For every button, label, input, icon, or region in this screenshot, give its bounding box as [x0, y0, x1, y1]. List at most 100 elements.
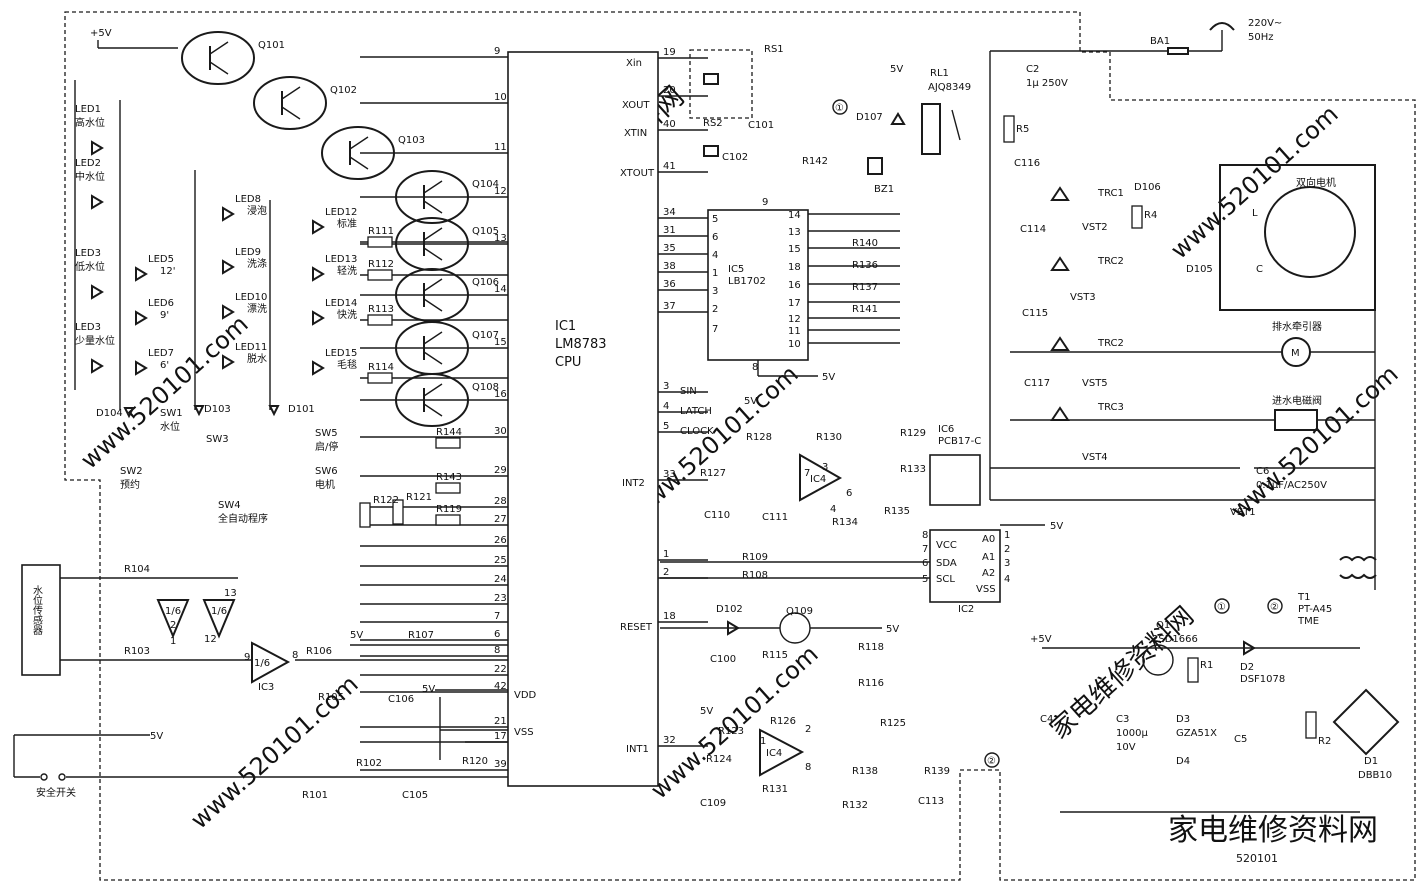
transistor-label: Q104 [472, 179, 499, 190]
cpu-pin-number: 21 [494, 716, 507, 727]
ic5-pin-number: 14 [788, 210, 801, 221]
cpu-pin-number: 7 [494, 611, 500, 622]
cpu-pin-number: 31 [663, 225, 676, 236]
resistor-symbol [359, 502, 371, 528]
motor-l-label: L [1252, 208, 1258, 219]
resistor-label: R107 [408, 630, 434, 641]
led-label: 高水位 [75, 116, 105, 129]
r4-label: R4 [1144, 210, 1157, 221]
led-ref: LED3 [75, 322, 101, 333]
fuse-label: BA1 [1150, 36, 1170, 47]
triac-symbol [1050, 406, 1070, 421]
led-ref: LED12 [325, 207, 357, 218]
node-1-psu: ① [1214, 598, 1230, 614]
resistor-symbol [435, 514, 461, 526]
ic2-pin: 7 [922, 544, 928, 555]
sensor-label: 水位传感器 [31, 585, 43, 636]
switch-label: 启/停 [315, 440, 338, 453]
q1-label: Q1 [1156, 620, 1170, 631]
relay-5v-label: 5V [890, 64, 903, 75]
transistor-body [395, 373, 469, 427]
diode-d101: D101 [288, 404, 315, 415]
resistor-label: R131 [762, 784, 788, 795]
switch-ref: SW1 [160, 408, 183, 419]
switch-ref: SW3 [206, 434, 229, 445]
transistor-emitter [423, 298, 443, 312]
diode-d106: D106 [1134, 182, 1161, 193]
rs1-label: RS1 [764, 44, 784, 55]
node-label: ② [987, 756, 996, 767]
cpu-left-pins: 9101112131415163029282726252423768224221… [360, 46, 508, 771]
resistor-label: R128 [746, 432, 772, 443]
led-ref: LED9 [235, 247, 261, 258]
ic5-pin-number: 2 [712, 304, 718, 315]
q109-label: Q109 [786, 606, 813, 617]
bridge-rectifier [1332, 688, 1400, 756]
led-symbol [91, 284, 104, 300]
led-label: 中水位 [75, 170, 105, 183]
cpu-pin-number: 18 [663, 611, 676, 622]
node-2-psu: ② [1267, 598, 1283, 614]
mains-input: 220V~ 50Hz BA1 [989, 18, 1375, 501]
led-symbol [91, 194, 104, 210]
cpu-signal-reset: RESET [620, 622, 653, 633]
resistor-label: R103 [124, 646, 150, 657]
relay-part: AJQ8349 [928, 82, 971, 93]
cpu-pin-number: 24 [494, 574, 507, 585]
led-ref: LED14 [325, 298, 357, 309]
motor-circle [1264, 186, 1356, 278]
reset-5v-label: 5V [886, 624, 899, 635]
c1-value: 0.1μF/AC250V [1256, 480, 1327, 491]
led-ref: LED8 [235, 194, 261, 205]
ic4-pin: 1 [760, 736, 766, 747]
cpu-pin-number: 8 [494, 645, 500, 656]
resistor-symbol [392, 499, 404, 525]
cpu-ref: IC1 [555, 319, 576, 334]
cpu-signal-latch: LATCH [680, 406, 712, 417]
r1-symbol [1187, 657, 1199, 683]
ic5-pin-top: 9 [762, 197, 768, 208]
resistor-label: R116 [858, 678, 884, 689]
ic4-pin: 8 [805, 762, 811, 773]
cpu-pin-number: 10 [494, 92, 507, 103]
ic4-pin: 6 [846, 488, 852, 499]
ic5-pin-number: 3 [712, 286, 718, 297]
capacitor-label: C113 [918, 796, 944, 807]
ic6-ref: IC6 [938, 424, 954, 435]
relay-ref: RL1 [930, 68, 949, 79]
c2-label: C2 [1026, 64, 1039, 75]
rs2-label: RS2 [703, 118, 723, 129]
resistor-label: R118 [858, 642, 884, 653]
ic2-body [929, 529, 1001, 603]
transistor-collector [423, 383, 443, 397]
led-symbol [222, 354, 235, 370]
ic2-scl: SCL [936, 574, 955, 585]
resistor-label: R121 [406, 492, 432, 503]
inverter-gate [251, 641, 291, 684]
safety-contact-b [58, 773, 66, 781]
cpu-signal-xtout: XTOUT [620, 168, 655, 179]
capacitor-label: C100 [710, 654, 736, 665]
node-label: ① [835, 103, 844, 114]
cpu-pin-number: 19 [663, 47, 676, 58]
led-symbol [91, 140, 104, 156]
resistor-label: R115 [762, 650, 788, 661]
transistor-label: Q103 [398, 135, 425, 146]
cpu-signal-clock: CLOCK [680, 426, 714, 437]
led-symbol [135, 360, 148, 376]
drain-label: 排水牵引器 [1272, 320, 1322, 333]
switch-ref: SW6 [315, 466, 338, 477]
cpu-pin-number: 14 [494, 284, 507, 295]
switch-label: 预约 [120, 478, 140, 491]
t1-sub: TME [1297, 616, 1319, 627]
d2-part: DSF1078 [1240, 674, 1285, 685]
q109-body [779, 612, 811, 644]
ic2-sda: SDA [936, 558, 957, 569]
diode-d105: D105 [1186, 264, 1213, 275]
cpu-pin-number: 33 [663, 469, 676, 480]
resistor-label: R112 [368, 259, 394, 270]
transistor-collector [209, 41, 229, 55]
